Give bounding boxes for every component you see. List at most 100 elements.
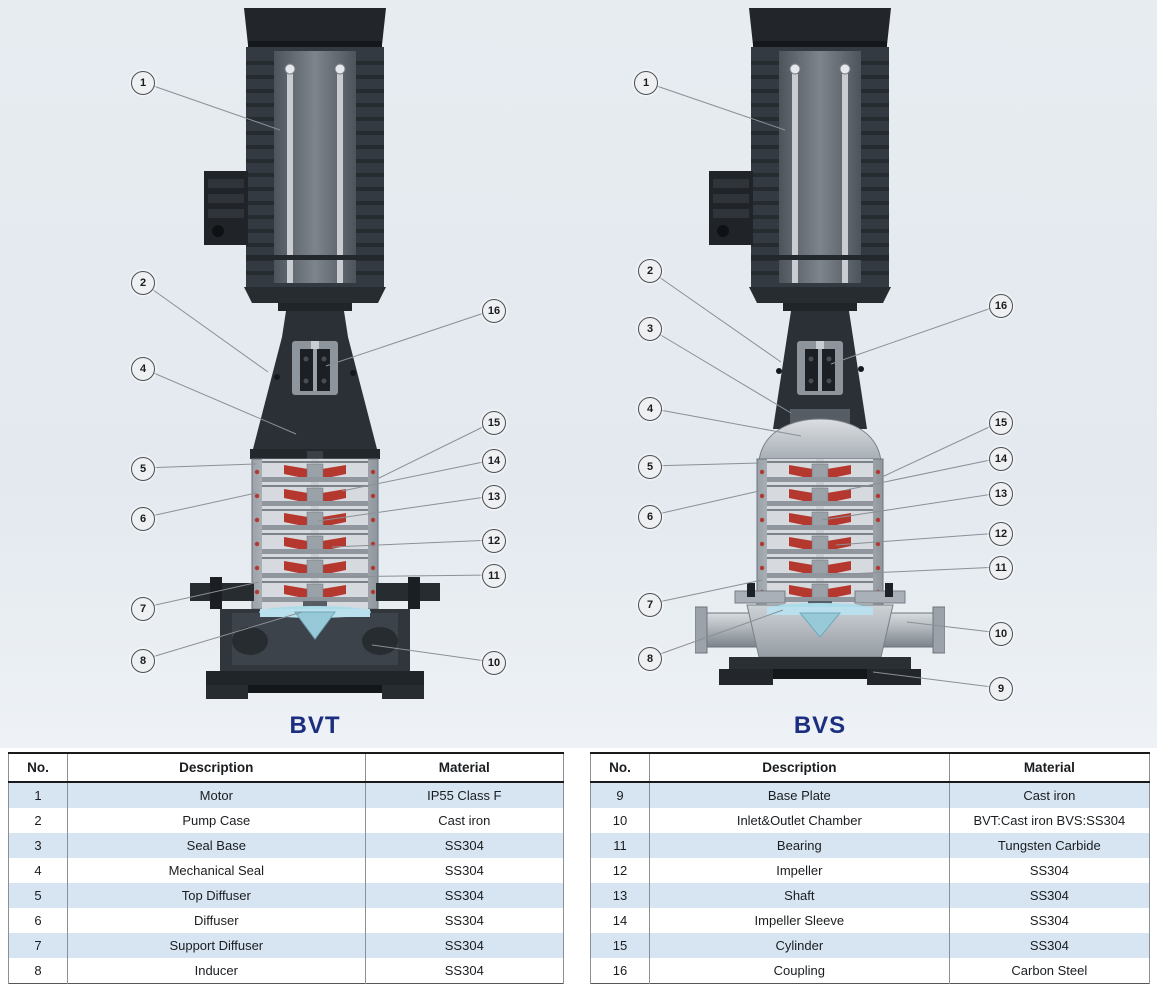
table-cell: Diffuser: [67, 908, 366, 933]
table-cell: Tungsten Carbide: [948, 833, 1151, 858]
table-cell: Cast iron: [364, 808, 565, 833]
table-cell: SS304: [364, 958, 565, 984]
table-cell: 6: [8, 908, 68, 933]
callout-6: 6: [638, 505, 662, 529]
table-cell: IP55 Class F: [364, 782, 565, 808]
table-cell: 3: [8, 833, 68, 858]
table-cell: SS304: [364, 933, 565, 958]
coupling: [292, 341, 338, 395]
table-cell: 1: [8, 782, 68, 808]
pump-label-bvs: BVS: [793, 712, 847, 739]
table-cell: 10: [590, 808, 650, 833]
callout-15: 15: [482, 411, 506, 435]
callout-8: 8: [638, 647, 662, 671]
table-cell: 2: [8, 808, 68, 833]
table-cell: SS304: [364, 908, 565, 933]
table-cell: 13: [590, 883, 650, 908]
stage-stack: [251, 458, 379, 610]
table-cell: SS304: [364, 858, 565, 883]
table-cell: 5: [8, 883, 68, 908]
table-cell: 15: [590, 933, 650, 958]
pump-illustration-bvt: [190, 8, 440, 699]
table-cell: SS304: [364, 833, 565, 858]
callout-1: 1: [131, 71, 155, 95]
table-cell: Inducer: [67, 958, 366, 984]
callout-12: 12: [989, 522, 1013, 546]
callout-5: 5: [638, 455, 662, 479]
column-header: No.: [590, 752, 650, 783]
terminal-box: [204, 171, 248, 245]
table-cell: SS304: [948, 908, 1151, 933]
table-cell: Base Plate: [649, 782, 950, 808]
table-cell: 14: [590, 908, 650, 933]
table-cell: Impeller Sleeve: [649, 908, 950, 933]
table-cell: Coupling: [649, 958, 950, 984]
callout-15: 15: [989, 411, 1013, 435]
pump-illustration-bvs: [695, 8, 945, 685]
callout-16: 16: [482, 299, 506, 323]
callout-12: 12: [482, 529, 506, 553]
callout-9: 9: [989, 677, 1013, 701]
callout-2: 2: [131, 271, 155, 295]
terminal-box: [709, 171, 753, 245]
table-cell: Carbon Steel: [948, 958, 1151, 984]
callout-10: 10: [482, 651, 506, 675]
table-cell: SS304: [948, 858, 1151, 883]
pump-head: [250, 449, 380, 459]
pump-label-bvt: BVT: [289, 712, 341, 739]
stage-stack: [756, 458, 884, 610]
callout-16: 16: [989, 294, 1013, 318]
callout-10: 10: [989, 622, 1013, 646]
table-cell: Bearing: [649, 833, 950, 858]
table-cell: 11: [590, 833, 650, 858]
table-cell: Pump Case: [67, 808, 366, 833]
table-cell: Mechanical Seal: [67, 858, 366, 883]
column-header: No.: [8, 752, 68, 783]
table-cell: SS304: [948, 933, 1151, 958]
column-header: Material: [364, 752, 565, 783]
table-cell: Cylinder: [649, 933, 950, 958]
callout-13: 13: [482, 485, 506, 509]
table-cell: Support Diffuser: [67, 933, 366, 958]
table-cell: Cast iron: [948, 782, 1151, 808]
column-header: Description: [67, 752, 366, 783]
table-cell: Motor: [67, 782, 366, 808]
column-header: Material: [948, 752, 1151, 783]
table-cell: Top Diffuser: [67, 883, 366, 908]
table-cell: 7: [8, 933, 68, 958]
motor-flange: [749, 287, 891, 311]
table-cell: Impeller: [649, 858, 950, 883]
callout-8: 8: [131, 649, 155, 673]
seal-base: [790, 409, 850, 423]
callout-11: 11: [989, 556, 1013, 580]
table-cell: Seal Base: [67, 833, 366, 858]
callout-5: 5: [131, 457, 155, 481]
callout-7: 7: [638, 593, 662, 617]
callout-3: 3: [638, 317, 662, 341]
column-header: Description: [649, 752, 950, 783]
table-cell: 4: [8, 858, 68, 883]
motor-assembly: [749, 8, 891, 287]
table-cell: SS304: [364, 883, 565, 908]
base-plate: [719, 657, 921, 685]
